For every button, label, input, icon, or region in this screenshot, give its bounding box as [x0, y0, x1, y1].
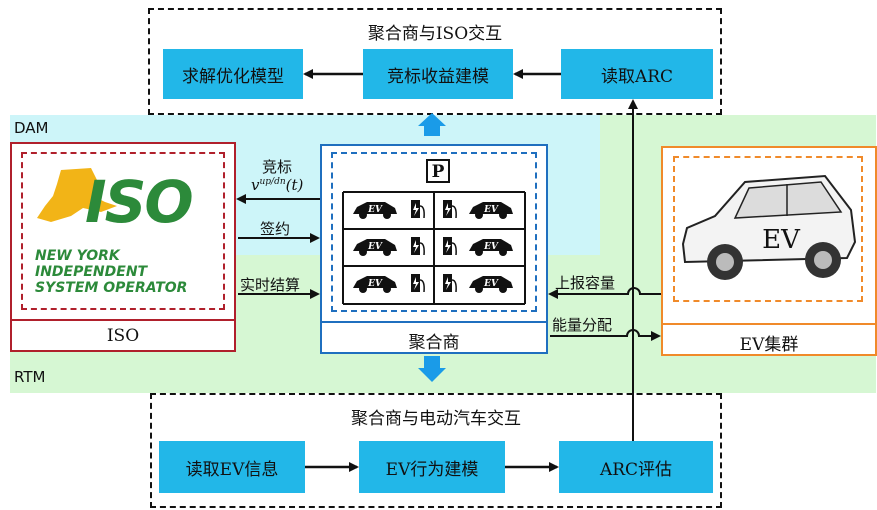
ev-car-badge: EV	[483, 205, 499, 215]
ev-car-frame: EV	[673, 156, 863, 302]
bid-revenue-modeling-box: 竞标收益建模	[363, 49, 513, 99]
energy-allocation-label: 能量分配	[552, 314, 612, 335]
dam-label: DAM	[14, 119, 49, 137]
group-title: 聚合商与电动汽车交互	[152, 404, 720, 429]
charger-icon	[443, 274, 456, 292]
ev-car-icon: EV	[675, 158, 861, 300]
read-arc-box: 读取ARC	[561, 49, 713, 99]
iso-logo-text: ISO	[85, 168, 192, 236]
aggregator-entity: P EV EV EV EV EV EV 聚合商	[320, 144, 548, 354]
ev-car-badge: EV	[367, 242, 383, 252]
iso-logo-frame: ISO NEW YORK INDEPENDENT SYSTEM OPERATOR	[21, 152, 225, 310]
ev-car-badge: EV	[367, 279, 383, 289]
contract-label: 签约	[260, 218, 290, 239]
ev-car-slot-icon: EV	[469, 202, 513, 219]
ev-cluster-entity: EV EV集群	[661, 146, 877, 356]
ev-car-slot-icon: EV	[469, 276, 513, 293]
rtm-label: RTM	[14, 368, 45, 386]
ev-car-slot-icon: EV	[353, 202, 397, 219]
parking-sign-icon: P	[432, 162, 445, 182]
arc-evaluation-box: ARC评估	[559, 441, 713, 493]
charger-icon	[411, 237, 424, 255]
read-ev-info-box: 读取EV信息	[159, 441, 305, 493]
parking-lot-illustration: P EV EV EV EV EV EV	[333, 154, 535, 310]
charger-icon	[443, 237, 456, 255]
bid-var-argument: (t)	[286, 176, 304, 194]
ev-car-text: EV	[762, 225, 801, 255]
iso-logo-line-3: SYSTEM OPERATOR	[35, 280, 187, 296]
ev-car-badge: EV	[483, 279, 499, 289]
report-capacity-label: 上报容量	[555, 272, 615, 293]
parking-lot-frame: P EV EV EV EV EV EV	[331, 152, 537, 312]
group-title: 聚合商与ISO交互	[150, 19, 720, 44]
iso-entity: ISO NEW YORK INDEPENDENT SYSTEM OPERATOR…	[10, 142, 236, 352]
ev-car-slot-icon: EV	[469, 239, 513, 256]
iso-logo-line-2: INDEPENDENT	[35, 264, 147, 280]
ev-car-slot-icon: EV	[353, 239, 397, 256]
solve-optimization-model-box: 求解优化模型	[163, 49, 303, 99]
aggregator-label: 聚合商	[322, 328, 546, 353]
charger-icon	[411, 274, 424, 292]
charger-icon	[443, 200, 456, 218]
settlement-label: 实时结算	[240, 274, 300, 295]
ev-behavior-modeling-box: EV行为建模	[359, 441, 505, 493]
iso-logo-line-1: NEW YORK	[35, 248, 120, 264]
iso-label: ISO	[12, 326, 234, 346]
bid-var-superscript: up/dn	[259, 177, 285, 187]
bid-variable: vup/dn(t)	[251, 176, 303, 194]
ev-cluster-label: EV集群	[663, 330, 875, 355]
ev-car-slot-icon: EV	[353, 276, 397, 293]
ev-car-badge: EV	[367, 205, 383, 215]
ev-car-badge: EV	[483, 242, 499, 252]
charger-icon	[411, 200, 424, 218]
bid-label: 竞标	[262, 156, 292, 177]
